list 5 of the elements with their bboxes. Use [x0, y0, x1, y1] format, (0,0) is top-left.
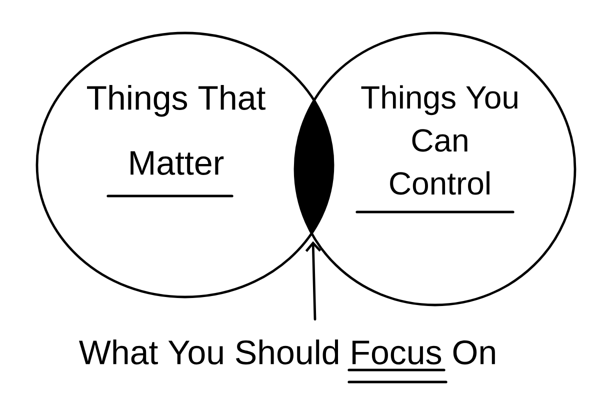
circle-label: Things You Can Control [361, 85, 518, 195]
arrow [305, 241, 322, 321]
overlap-region [295, 100, 333, 233]
callout-text: What You Should Focus On [79, 340, 495, 364]
circle-label: Things That Matter [87, 85, 266, 175]
